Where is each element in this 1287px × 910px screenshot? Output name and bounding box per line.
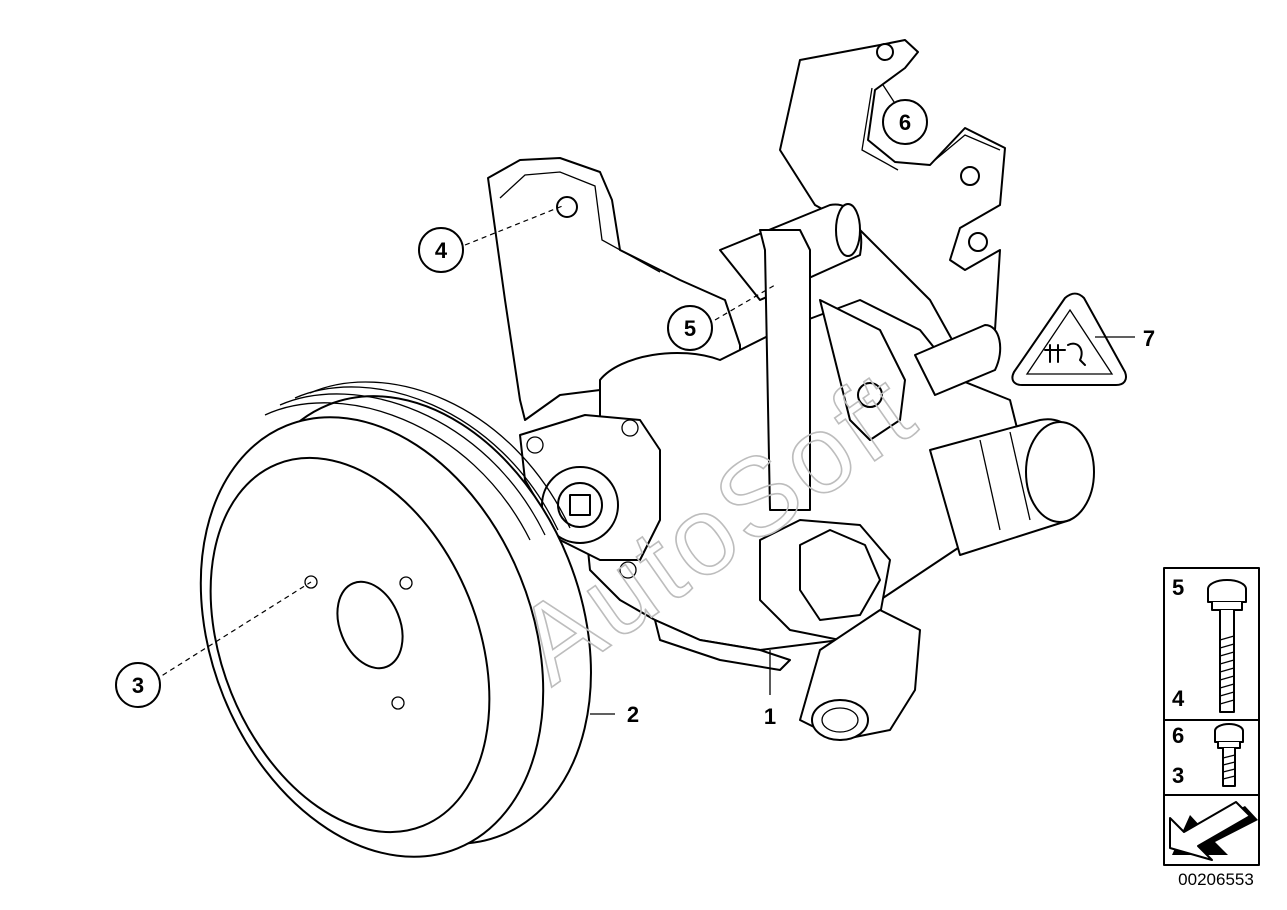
warning-triangle-icon [1011, 292, 1127, 386]
callout-6-label: 6 [899, 110, 911, 135]
pulley [199, 381, 592, 858]
leader-lines [154, 84, 1135, 715]
fastener-legend: 5 4 6 3 [1163, 567, 1260, 866]
long-bolt-icon [1207, 579, 1247, 713]
arrow-icon [1169, 801, 1258, 861]
document-number: 00206553 [1178, 870, 1254, 889]
callout-7-label: 7 [1143, 326, 1155, 351]
legend-4: 4 [1172, 686, 1185, 711]
callout-5: 5 [667, 305, 713, 351]
upper-bracket [779, 39, 1006, 346]
callout-3-label: 3 [132, 673, 144, 698]
callout-4: 4 [418, 227, 464, 273]
callout-2-label: 2 [627, 702, 639, 727]
callout-4-label: 4 [435, 238, 448, 263]
callout-6: 6 [882, 99, 928, 145]
legend-6: 6 [1172, 723, 1184, 748]
callout-3: 3 [115, 662, 161, 708]
legend-3: 3 [1172, 763, 1184, 788]
callout-5-label: 5 [684, 316, 696, 341]
pump-body [519, 203, 1095, 741]
short-bolt-icon [1214, 723, 1244, 787]
callout-1-label: 1 [764, 704, 776, 729]
legend-5: 5 [1172, 575, 1184, 600]
